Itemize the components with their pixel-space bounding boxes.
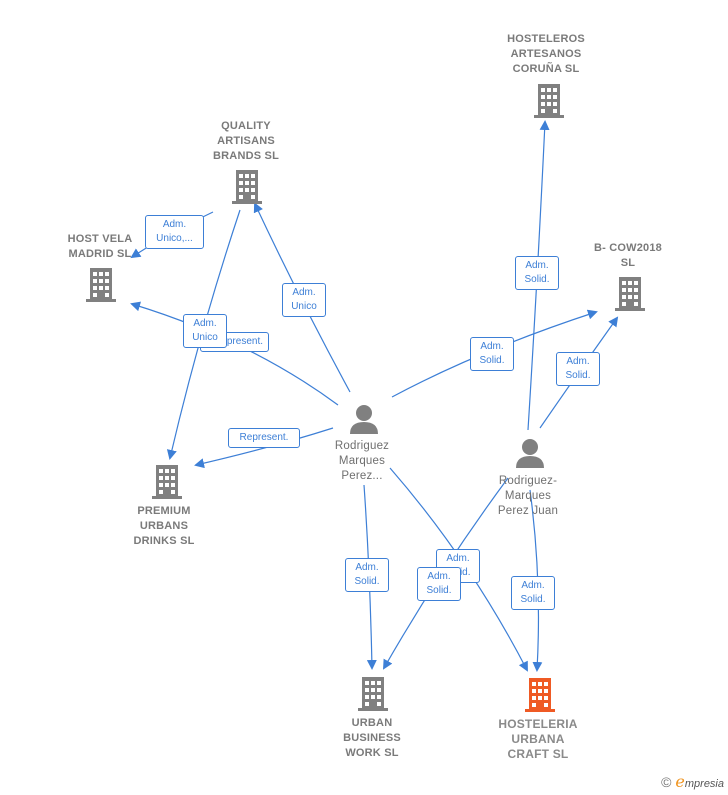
- person-icon: [350, 405, 378, 434]
- logo-text: mpresia: [684, 778, 724, 790]
- edge-label-p2-urban: Adm. Solid.: [417, 567, 461, 601]
- logo-initial: e: [675, 772, 685, 791]
- building-icon: [152, 465, 182, 499]
- building-icon: [232, 170, 262, 204]
- edge-p1-hostvela: [130, 301, 339, 406]
- edge-label-p2-hosteleria: Adm. Solid.: [511, 576, 555, 610]
- company-label-premium[interactable]: PREMIUM URBANS DRINKS SL: [133, 505, 195, 547]
- company-label-bcow[interactable]: B- COW2018 SL: [593, 242, 663, 269]
- person-label-rodriguez-marques-perez-juan[interactable]: Rodriguez- Marques Perez Juan: [497, 475, 559, 517]
- edge-label-p1-premium: Represent.: [228, 428, 300, 448]
- person-label-rodriguez-marques-perez[interactable]: Rodriguez Marques Perez...: [334, 440, 390, 482]
- building-icon: [358, 677, 388, 711]
- company-label-hosteleros[interactable]: HOSTELEROS ARTESANOS CORUÑA SL: [507, 33, 585, 75]
- building-icon-highlighted: [525, 678, 555, 712]
- person-icon: [516, 439, 544, 468]
- edge-label-p2-hosteleros: Adm. Solid.: [515, 256, 559, 290]
- company-label-host-vela[interactable]: HOST VELA MADRID SL: [67, 233, 133, 260]
- copyright-symbol: ©: [661, 774, 672, 790]
- empresia-logo: ©empresia: [661, 772, 724, 791]
- edge-label-p1-bcow: Adm. Solid.: [470, 337, 514, 371]
- company-label-hosteleria[interactable]: HOSTELERIA URBANA CRAFT SL: [498, 717, 578, 761]
- edge-label-p2-bcow: Adm. Solid.: [556, 352, 600, 386]
- company-label-quality[interactable]: QUALITY ARTISANS BRANDS SL: [213, 120, 279, 162]
- edge-label-quality-premium: Adm. Unico: [183, 314, 227, 348]
- building-icon: [615, 277, 645, 311]
- edge-label-p1-quality: Adm. Unico: [282, 283, 326, 317]
- edge-label-p1-urban: Adm. Solid.: [345, 558, 389, 592]
- building-icon: [534, 84, 564, 118]
- building-icon: [86, 268, 116, 302]
- edge-label-quality-hostvela: Adm. Unico,...: [145, 215, 204, 249]
- company-label-urban-business[interactable]: URBAN BUSINESS WORK SL: [343, 717, 401, 759]
